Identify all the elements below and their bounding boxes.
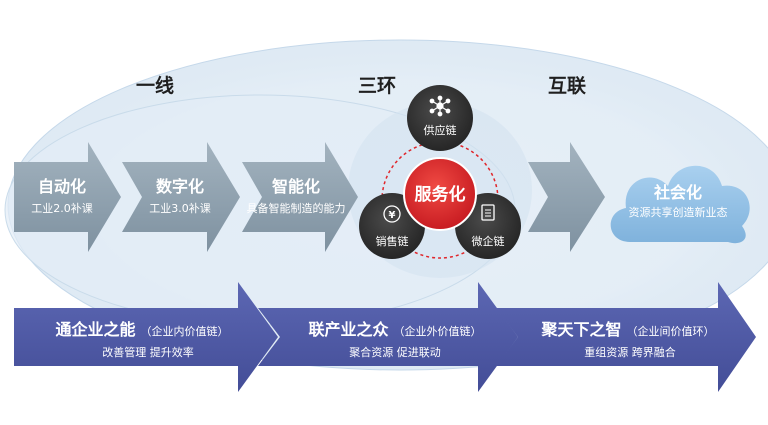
sales-chain-label: 销售链 — [376, 234, 409, 248]
header-right: 互联 — [548, 75, 586, 97]
yen-icon: ¥ — [383, 205, 401, 223]
arrow-to-cloud — [528, 142, 605, 252]
enterprise-title: 通企业之能 — [55, 320, 135, 339]
header-middle: 三环 — [358, 75, 396, 97]
arrow-enterprise: 通企业之能 （企业内价值链） 改善管理 提升效率 — [14, 282, 278, 392]
automation-subtitle: 工业2.0补课 — [31, 202, 93, 215]
circle-supply-chain: 供应链 — [407, 85, 473, 151]
industry-scope: （企业外价值链） — [394, 324, 482, 338]
intelligence-title: 智能化 — [272, 177, 320, 196]
service-label: 服务化 — [415, 184, 466, 205]
arrow-automation: 自动化 工业2.0补课 — [14, 142, 121, 252]
svg-text:¥: ¥ — [389, 210, 396, 221]
digitization-title: 数字化 — [156, 177, 204, 196]
arrow-digitization: 数字化 工业3.0补课 — [122, 142, 240, 252]
arrow-industry: 联产业之众 （企业外价值链） 聚合资源 促进联动 — [258, 282, 518, 392]
arrow-intelligence: 智能化 具备智能制造的能力 — [242, 142, 358, 252]
intelligence-subtitle: 具备智能制造的能力 — [247, 201, 346, 215]
world-title: 聚天下之智 — [540, 320, 621, 339]
arrow-world: 聚天下之智 （企业间价值环） 重组资源 跨界融合 — [496, 282, 756, 392]
cloud-subtitle: 资源共享创造新业态 — [629, 205, 728, 219]
enterprise-subtitle: 改善管理 提升效率 — [102, 345, 194, 359]
digitization-subtitle: 工业3.0补课 — [149, 202, 211, 215]
circle-service: 服务化 — [403, 157, 477, 231]
world-subtitle: 重组资源 跨界融合 — [584, 345, 676, 359]
industry-text: 联产业之众 （企业外价值链） — [308, 320, 481, 339]
enterprise-text: 通企业之能 （企业内价值链） — [55, 320, 228, 339]
cloud-title: 社会化 — [653, 183, 702, 202]
industry-title: 联产业之众 — [308, 320, 389, 339]
network-icon — [429, 95, 451, 117]
micro-chain-label: 微企链 — [472, 234, 505, 248]
industry-subtitle: 聚合资源 促进联动 — [349, 345, 441, 359]
header-left: 一线 — [136, 74, 174, 97]
supply-chain-label: 供应链 — [424, 123, 457, 137]
world-scope: （企业间价值环） — [627, 324, 715, 338]
enterprise-scope: （企业内价值链） — [141, 324, 229, 338]
document-icon — [481, 204, 495, 221]
automation-title: 自动化 — [38, 177, 86, 196]
cloud-socialization: 社会化 资源共享创造新业态 — [610, 165, 750, 244]
world-text: 聚天下之智 （企业间价值环） — [540, 320, 714, 339]
